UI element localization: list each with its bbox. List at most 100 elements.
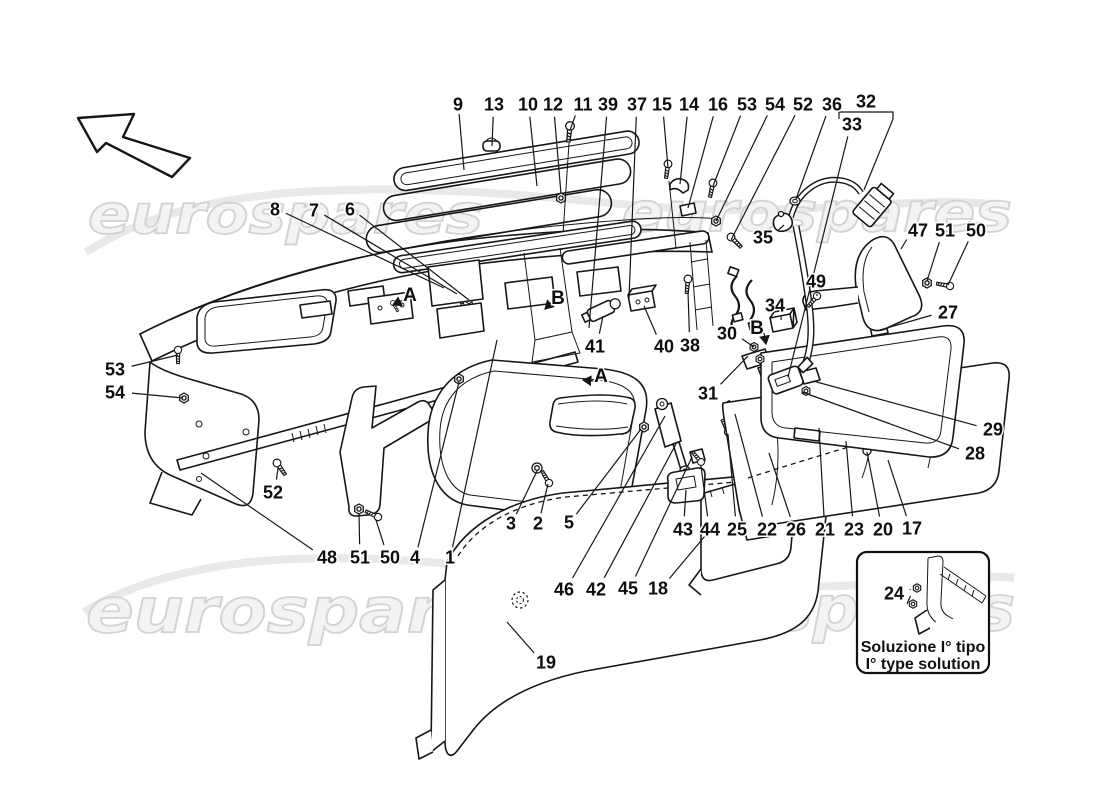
leader-23 <box>845 440 854 517</box>
leader-7 <box>324 214 458 295</box>
leader-35 <box>777 224 785 232</box>
inset-box: Soluzione I° tipo I° type solution <box>855 550 991 675</box>
part-label-52: 52 <box>793 95 813 115</box>
buckle <box>767 356 814 395</box>
left-end-panel <box>144 345 260 516</box>
part-label-29: 29 <box>983 420 1003 440</box>
leader-32 <box>863 118 894 191</box>
part-label-8: 8 <box>270 200 280 220</box>
leader-43 <box>683 489 687 517</box>
view-letter-A-0: A <box>403 285 417 306</box>
leader-29 <box>812 380 977 427</box>
part-label-12: 12 <box>543 95 563 115</box>
part-label-31: 31 <box>698 384 718 404</box>
watermark-text-0: eurospares <box>88 183 483 246</box>
leader-8 <box>285 212 445 289</box>
part-label-11: 11 <box>573 95 592 115</box>
part-label-1: 1 <box>445 548 455 568</box>
leader-40 <box>643 305 657 335</box>
part-label-51: 51 <box>350 548 370 568</box>
part-label-18: 18 <box>648 579 668 599</box>
connector <box>852 182 895 228</box>
reinforcement-bar <box>176 351 579 478</box>
leader-6 <box>359 214 470 301</box>
leader-14 <box>679 116 688 185</box>
part-label-28: 28 <box>965 444 985 464</box>
leader-48 <box>200 472 314 551</box>
leader-10 <box>529 116 538 187</box>
part-label-53: 53 <box>105 360 125 380</box>
part-label-2: 2 <box>533 514 543 534</box>
part-label-20: 20 <box>873 520 893 540</box>
part-label-40: 40 <box>654 337 674 357</box>
leader-54 <box>131 392 184 399</box>
part-label-13: 13 <box>484 95 504 115</box>
leader-44 <box>700 465 709 517</box>
leader-19 <box>506 621 535 654</box>
screw-icon <box>935 279 955 291</box>
part-label-15: 15 <box>652 95 672 115</box>
part-label-39: 39 <box>598 95 618 115</box>
part-label-34: 34 <box>765 296 785 316</box>
leader-52 <box>730 114 796 241</box>
fork-bracket <box>339 385 436 523</box>
leader-27 <box>879 314 932 331</box>
view-letter-A-2: A <box>594 366 608 387</box>
leader-41 <box>598 315 604 334</box>
part-label-54: 54 <box>105 383 125 403</box>
view-letter-B-3: B <box>750 318 764 339</box>
inset-caption-line1: Soluzione I° tipo <box>861 639 986 656</box>
leader-46 <box>572 415 666 579</box>
defroster-grille-strips <box>365 130 640 254</box>
leader-28 <box>801 391 960 450</box>
part-label-22: 22 <box>757 520 777 540</box>
part-label-33: 33 <box>842 115 862 135</box>
part-label-9: 9 <box>453 95 463 115</box>
leader-36 <box>795 115 827 200</box>
part-label-36: 36 <box>822 95 842 115</box>
leader-24-b <box>906 595 912 605</box>
glove-box-lid <box>426 359 648 521</box>
glovebox-latch <box>666 398 774 504</box>
leader-33 <box>787 136 849 378</box>
inset-caption-line2: I° type solution <box>866 656 981 673</box>
part-label-27: 27 <box>938 303 958 323</box>
leader-16 <box>687 116 714 209</box>
view-arrow-A-2 <box>581 375 595 387</box>
part-label-46: 46 <box>554 580 574 600</box>
part-label-45: 45 <box>618 579 638 599</box>
seat-belt-cable <box>767 176 895 395</box>
part-label-44: 44 <box>700 520 720 540</box>
part-label-19: 19 <box>536 653 556 673</box>
leader-11 <box>569 115 576 131</box>
leader-47 <box>900 239 908 250</box>
leader-39 <box>588 116 608 329</box>
leader-1 <box>451 339 498 548</box>
part-label-47: 47 <box>908 221 928 241</box>
leader-12 <box>553 116 562 195</box>
part-label-25: 25 <box>727 520 747 540</box>
bracket-32 <box>838 111 894 119</box>
leader-22 <box>734 413 764 517</box>
leader-21 <box>818 427 825 517</box>
part-label-37: 37 <box>627 95 647 115</box>
dashboard-top-panel <box>139 216 721 363</box>
part-label-7: 7 <box>309 201 319 221</box>
view-arrow-B-1 <box>544 299 555 310</box>
screw-icon <box>682 274 693 295</box>
nut-icon <box>755 353 765 365</box>
part-label-3: 3 <box>506 514 516 534</box>
leader-50 <box>375 519 385 546</box>
part-label-24: 24 <box>884 584 904 604</box>
leader-51 <box>926 241 940 282</box>
leader-53 <box>131 354 179 367</box>
part-label-14: 14 <box>679 95 699 115</box>
leader-2 <box>540 483 549 514</box>
view-arrow-B-3 <box>759 332 770 346</box>
part-label-50: 50 <box>966 221 986 241</box>
part-label-51: 51 <box>935 221 955 241</box>
leader-42 <box>603 443 677 579</box>
leader-38 <box>687 291 690 333</box>
